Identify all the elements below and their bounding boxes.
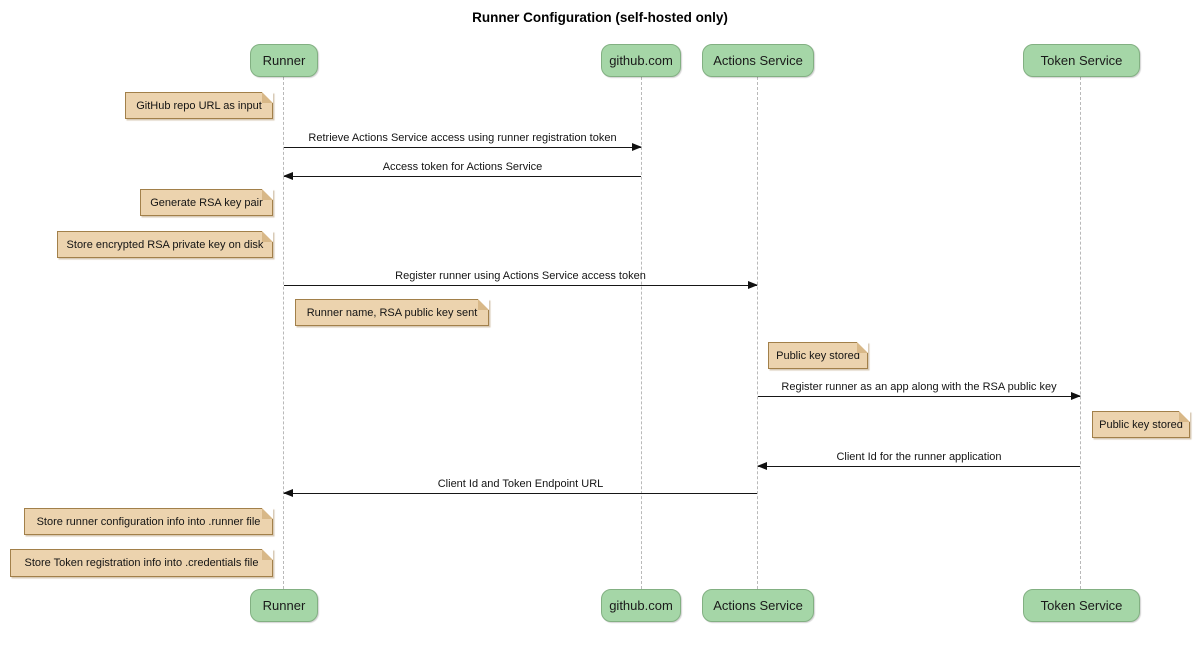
note-public-key-stored-token: Public key stored [1092,411,1190,438]
arrowhead-left-icon [283,489,293,497]
arrowhead-right-icon [748,281,758,289]
message-register-runner: Register runner using Actions Service ac… [284,269,758,289]
participant-runner-bottom: Runner [250,589,318,622]
lifeline-actions-service [757,77,758,589]
participant-token-service-bottom: Token Service [1023,589,1140,622]
message-client-id-runner-app: Client Id for the runner application [757,450,1080,470]
message-label: Register runner using Actions Service ac… [395,270,646,282]
participant-github-bottom: github.com [601,589,681,622]
arrow-line [283,172,641,180]
message-label: Register runner as an app along with the… [781,381,1057,393]
participant-actions-service-bottom: Actions Service [702,589,814,622]
message-register-runner-app: Register runner as an app along with the… [758,380,1081,400]
lifeline-github [641,77,642,589]
arrow-line [284,143,642,151]
arrowhead-right-icon [632,143,642,151]
participant-token-service-top: Token Service [1023,44,1140,77]
arrow-line [284,281,758,289]
message-label: Retrieve Actions Service access using ru… [308,132,617,144]
arrow-line [758,392,1081,400]
arrow-line [757,462,1080,470]
note-store-private-key: Store encrypted RSA private key on disk [57,231,273,258]
note-github-repo-url: GitHub repo URL as input [125,92,273,119]
arrowhead-left-icon [283,172,293,180]
message-label: Client Id and Token Endpoint URL [437,478,604,490]
message-retrieve-actions-access: Retrieve Actions Service access using ru… [284,131,642,151]
note-public-key-stored-actions: Public key stored [768,342,868,369]
arrow-line [283,489,757,497]
message-label: Client Id for the runner application [836,451,1002,463]
lifeline-runner [283,77,284,589]
participant-runner-top: Runner [250,44,318,77]
message-client-id-endpoint: Client Id and Token Endpoint URL [283,477,757,497]
message-label: Access token for Actions Service [382,161,543,173]
note-generate-rsa: Generate RSA key pair [140,189,273,216]
arrowhead-left-icon [757,462,767,470]
note-store-credentials-file: Store Token registration info into .cred… [10,549,273,577]
note-runner-name-sent: Runner name, RSA public key sent [295,299,489,326]
participant-actions-service-top: Actions Service [702,44,814,77]
diagram-title: Runner Configuration (self-hosted only) [472,10,728,25]
message-access-token: Access token for Actions Service [283,160,641,180]
participant-github-top: github.com [601,44,681,77]
note-store-runner-file: Store runner configuration info into .ru… [24,508,273,535]
lifeline-token-service [1080,77,1081,589]
arrowhead-right-icon [1071,392,1081,400]
